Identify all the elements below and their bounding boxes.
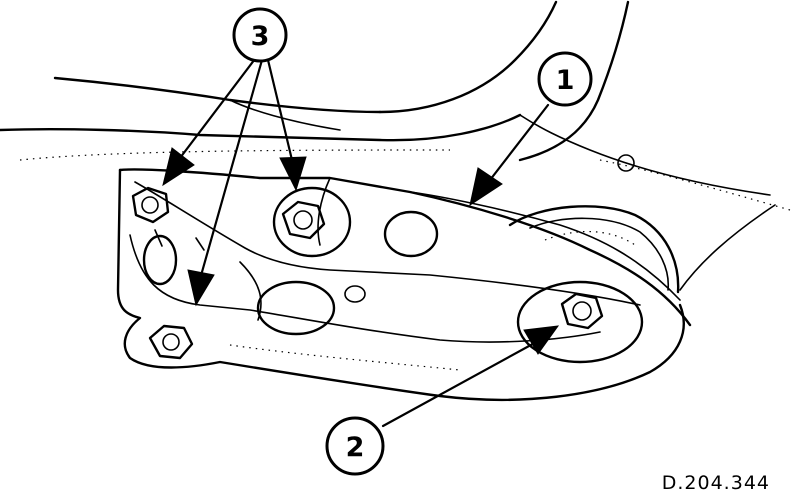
- callout-1-label: 1: [556, 65, 575, 96]
- callout-2-label: 2: [346, 432, 365, 463]
- bush-mount: [508, 204, 776, 294]
- reference-code: D.204.344: [662, 472, 770, 494]
- leader-callout-1: [469, 103, 550, 207]
- callout-3-label: 3: [251, 21, 270, 52]
- lower-wishbone-arm: [116, 168, 692, 402]
- leader-callout-2: [381, 325, 560, 428]
- leader-callout-3: [162, 53, 307, 307]
- callout-3: 3: [232, 7, 288, 63]
- bolt-front-upper: [131, 186, 170, 224]
- bolt-bush: [560, 292, 604, 330]
- bolt-middle-upper: [281, 200, 326, 240]
- callout-1: 1: [537, 51, 593, 107]
- vehicle-body-frame: [0, 0, 791, 211]
- bolt-front-lower: [148, 324, 194, 360]
- callout-2: 2: [325, 416, 385, 476]
